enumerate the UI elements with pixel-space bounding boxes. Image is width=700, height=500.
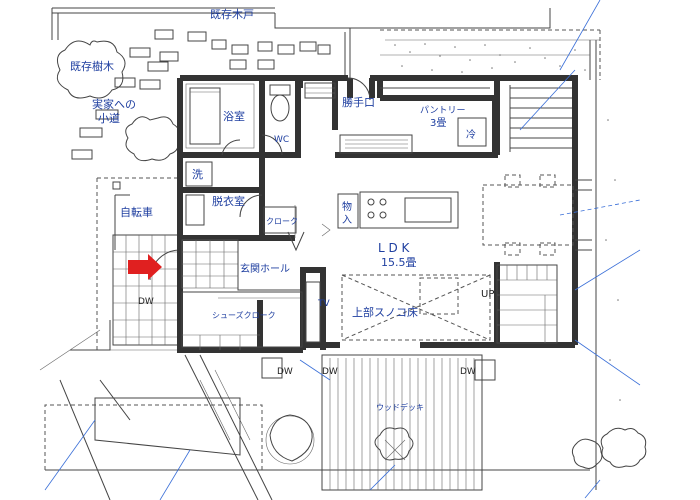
cloak <box>263 205 305 252</box>
approach-path <box>44 354 273 500</box>
entrance-arrow-icon <box>128 254 162 280</box>
cloak-label: クローク <box>266 217 298 226</box>
wood-deck-label: ウッドデッキ <box>376 402 424 412</box>
pantry-label-2: 3畳 <box>430 117 446 129</box>
dressing-room-label: 脱衣室 <box>212 194 245 208</box>
pantry-shelves <box>339 87 490 154</box>
door-label: DW <box>460 367 476 377</box>
upper-slatted-floor <box>341 274 491 341</box>
ldk-label: L D K <box>378 241 411 255</box>
entrance-hall-label: 玄関ホール <box>240 262 290 275</box>
wood-deck <box>261 354 496 491</box>
dressing-room-fixtures <box>185 161 263 226</box>
existing-tree-label: 既存樹木 <box>70 59 114 73</box>
entrance-porch <box>39 177 181 371</box>
existing-tree-icon <box>56 40 647 469</box>
bicycle-label: 自転車 <box>120 205 153 219</box>
path-to-home-label-2: 小道 <box>98 111 120 125</box>
back-door-steps <box>304 77 371 101</box>
up-label: UP <box>481 289 494 300</box>
existing-gate-label: 既存木戸 <box>210 7 254 21</box>
wash-label: 洗 <box>192 168 203 181</box>
door-label: DW <box>322 367 338 377</box>
toilet-icon <box>261 84 291 156</box>
ldk-size-label: 15.5畳 <box>381 256 417 269</box>
upper-stair <box>509 69 576 152</box>
wc-label: WC <box>274 135 289 145</box>
guide-lines <box>44 0 601 500</box>
gravel-hatch <box>394 43 621 401</box>
tv-stand <box>305 281 321 343</box>
back-door-label: 勝手口 <box>342 95 375 109</box>
upper-slatted-floor-label: 上部スノコ床 <box>352 305 418 319</box>
stepping-stones <box>71 29 331 160</box>
plant-icon <box>374 427 414 461</box>
room-labels: 既存木戸 既存樹木 実家への 小道 浴室 WC 勝手口 パントリー 3畳 冷 洗… <box>70 7 494 412</box>
bathroom-fixtures <box>185 83 255 156</box>
entrance-hall-floor <box>181 239 300 291</box>
shoes-cloak-label: シューズクローク <box>212 310 276 320</box>
storage-label-1: 物 <box>342 200 352 213</box>
building-walls <box>177 75 578 353</box>
site-boundary <box>45 7 601 490</box>
bathroom-label: 浴室 <box>223 109 245 123</box>
pantry-label-1: パントリー <box>420 105 465 116</box>
window-marks <box>575 179 592 251</box>
storage-label-2: 入 <box>342 215 352 226</box>
door-label: DW <box>277 367 293 377</box>
shoes-cloak <box>181 291 303 350</box>
fridge-label: 冷 <box>466 128 476 141</box>
dining-table <box>482 174 641 256</box>
door-label: DW <box>138 297 154 307</box>
path-to-home-label-1: 実家への <box>92 97 136 111</box>
main-stair <box>496 249 641 386</box>
kitchen-counter <box>321 191 459 237</box>
door-labels: DW DW DW DW <box>138 297 476 377</box>
tv-label: TV <box>317 299 330 309</box>
